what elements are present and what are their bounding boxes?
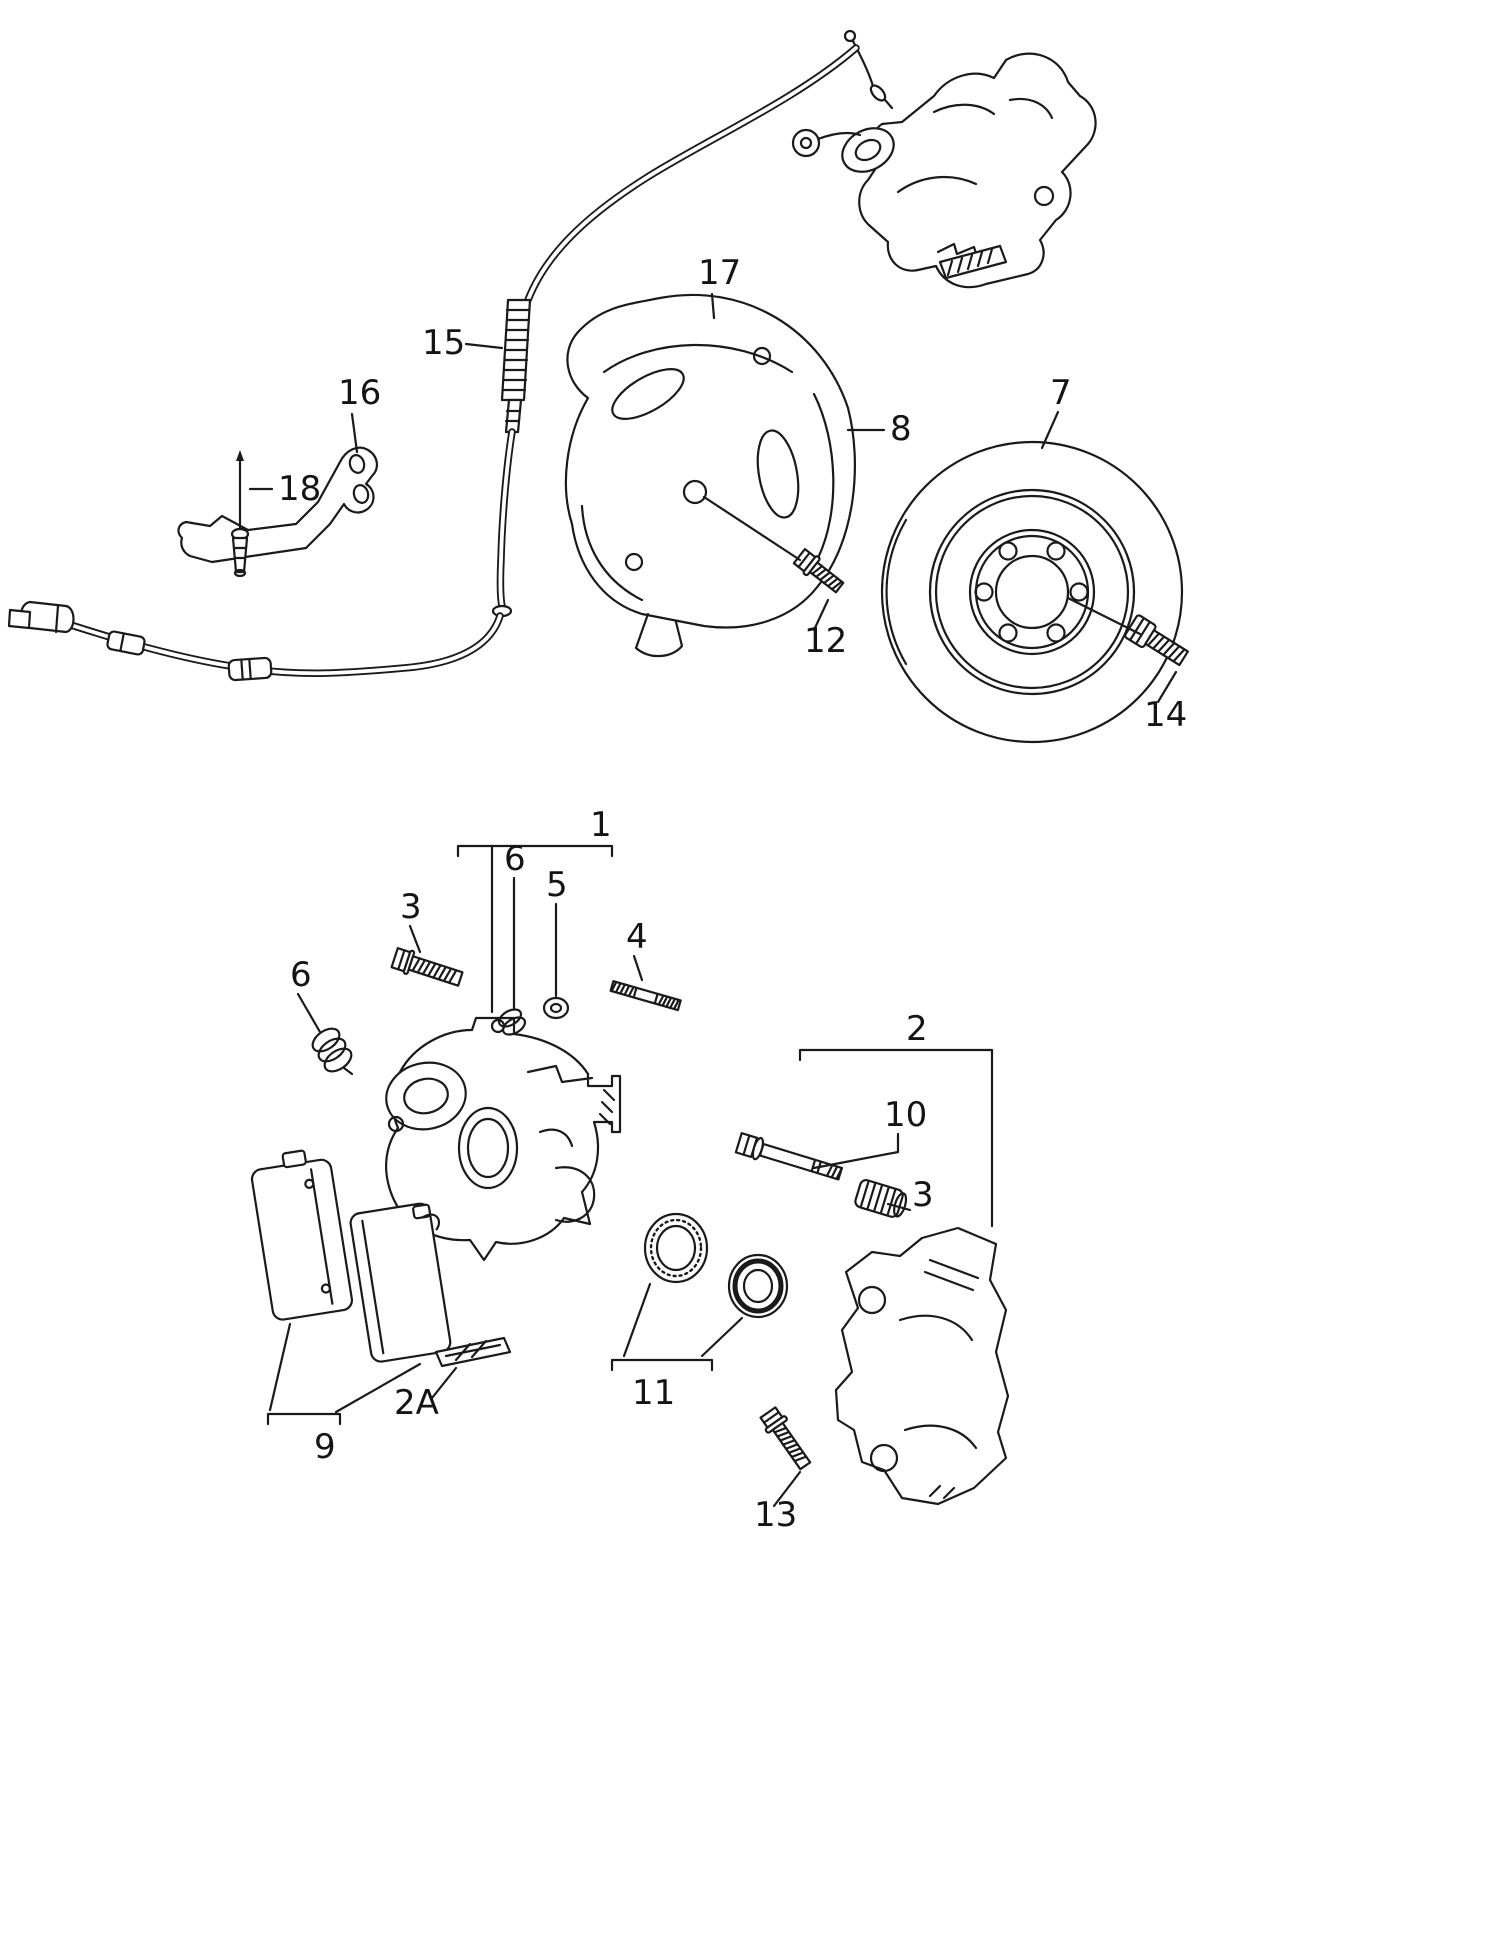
wheel-bolt-hole (998, 541, 1018, 561)
securing-pin-drawing (230, 450, 250, 578)
wheel-bolt-hole (1046, 541, 1066, 561)
wheel-bolt-hole (998, 623, 1018, 643)
carrier-bolt-drawing (759, 1406, 812, 1471)
disc-bolt-drawing (1124, 614, 1189, 667)
wheel-bolt-hole (974, 582, 994, 602)
callout-13: 13 (754, 1495, 797, 1535)
callout-1: 1 (590, 805, 612, 845)
spring-clip-top-drawing (497, 1008, 527, 1036)
cable-sleeve (227, 656, 273, 682)
callout-9: 9 (314, 1427, 336, 1467)
callout-2: 2 (906, 1009, 928, 1049)
callout-14: 14 (1144, 695, 1187, 735)
cap-nut-drawing (542, 996, 570, 1020)
callout-11: 11 (632, 1373, 675, 1413)
callout-12: 12 (804, 621, 847, 661)
cable-adjuster-drawing (500, 298, 532, 434)
callout-17: 17 (698, 253, 741, 293)
callout-16: 16 (338, 373, 381, 413)
callout-6-left: 6 (290, 955, 312, 995)
hose-fitting (791, 128, 821, 158)
cable-end-connector (19, 600, 75, 634)
caliper-carrier-drawing (834, 1226, 1010, 1506)
stud-bolt-drawing (609, 980, 682, 1012)
callout-labels: 17 15 16 18 8 7 12 14 1 6 5 3 4 6 2 10 3… (278, 253, 1187, 1535)
piston-seal-rings-drawing (643, 1212, 789, 1319)
callout-18: 18 (278, 469, 321, 509)
cable-lever-end (843, 29, 857, 43)
handbrake-cable-drawing (7, 44, 860, 682)
cable-bracket-drawing (177, 446, 378, 564)
callout-10: 10 (884, 1095, 927, 1135)
wheel-bolt-hole (1046, 623, 1066, 643)
guide-pin-drawing (734, 1132, 844, 1181)
callout-6-top: 6 (504, 839, 526, 879)
spring-clip-left-drawing (311, 1027, 354, 1076)
callout-5: 5 (546, 865, 568, 905)
callout-8: 8 (890, 409, 912, 449)
guide-sleeve-drawing (854, 1179, 908, 1218)
wheel-bolt-hole (1069, 582, 1089, 602)
housing-bolt-drawing (390, 947, 464, 987)
caliper-assembly-drawing (791, 29, 1097, 289)
brake-pad-outer-drawing (349, 1202, 452, 1363)
callout-15: 15 (422, 323, 465, 363)
leader-lines (248, 292, 1178, 1508)
cable-sleeve (106, 630, 146, 656)
callout-4: 4 (626, 917, 648, 957)
pad-shim-drawing (434, 1336, 512, 1368)
callout-3-lower: 3 (912, 1175, 934, 1215)
brake-disc-drawing (880, 440, 1184, 744)
disc-center-bore (994, 554, 1070, 630)
shield-hub-hole (682, 479, 708, 505)
callout-3-upper: 3 (400, 887, 422, 927)
shield-bolt-drawing (792, 547, 845, 594)
brake-pad-inner-drawing (250, 1149, 354, 1321)
splash-shield-drawing (564, 293, 856, 658)
caliper-housing-drawing (385, 1016, 622, 1262)
callout-2A: 2A (394, 1383, 439, 1423)
callout-7: 7 (1050, 373, 1072, 413)
